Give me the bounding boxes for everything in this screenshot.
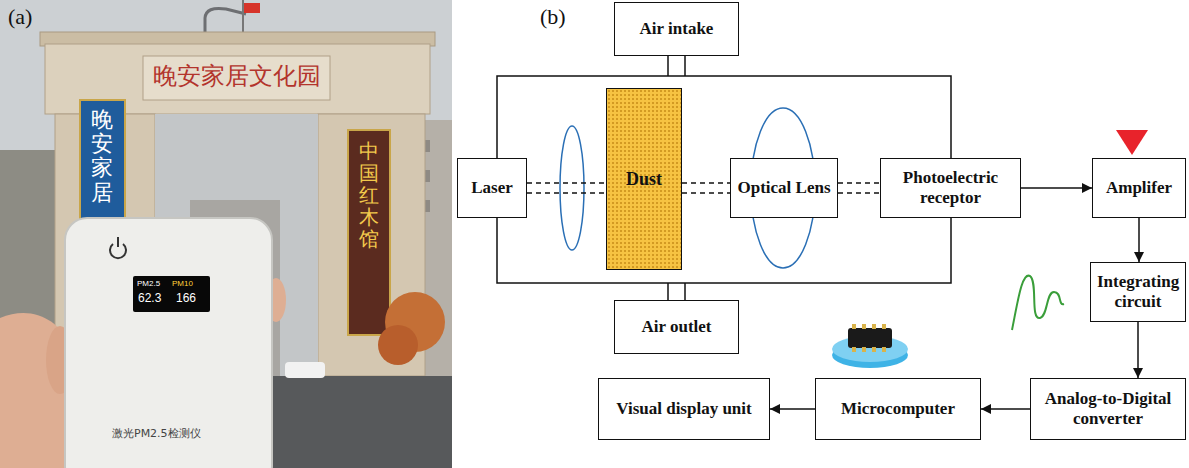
signal-icon-part bbox=[1116, 130, 1148, 155]
signal-icon-part bbox=[1012, 276, 1064, 330]
chip-icon-part bbox=[852, 347, 856, 352]
signal-arrow bbox=[770, 409, 815, 410]
node-content: Integrating circuit bbox=[1097, 272, 1179, 311]
chip-icon-part bbox=[872, 347, 876, 352]
signal-arrow-line bbox=[981, 408, 1030, 410]
integrator-box: Integrating circuit bbox=[1090, 262, 1186, 322]
memorial-gate-part bbox=[318, 114, 425, 376]
signal-arrow bbox=[981, 409, 1030, 410]
microcomputer-box: Microcomputer bbox=[815, 378, 981, 440]
measurement-chamber-part bbox=[684, 56, 686, 76]
panel-label: (b) bbox=[540, 4, 566, 29]
chip-icon-part bbox=[862, 347, 866, 352]
chip-icon-part bbox=[852, 324, 856, 329]
node-text: Air outlet bbox=[621, 317, 732, 337]
node-content: Optical Lens bbox=[737, 178, 831, 198]
memorial-gate-part bbox=[348, 130, 390, 335]
display-box: Visual display unit bbox=[598, 378, 770, 440]
lens-box: Optical Lens bbox=[730, 158, 838, 218]
node-content: Dust bbox=[613, 169, 675, 190]
outlet-box: Air outlet bbox=[614, 300, 739, 354]
signal-arrow bbox=[1139, 218, 1140, 262]
adc-box: Analog-to-Digital converter bbox=[1030, 378, 1186, 440]
inlet-box: Air intake bbox=[614, 2, 739, 56]
flag-part bbox=[244, 3, 260, 13]
pm25-detector-part bbox=[133, 276, 210, 312]
lens-outline-part bbox=[560, 126, 584, 250]
memorial-gate-part bbox=[143, 56, 330, 100]
flag bbox=[243, 0, 260, 34]
laser-beam-line bbox=[838, 182, 880, 184]
screen-text: PM2.5 bbox=[137, 279, 160, 288]
chip-icon-part bbox=[862, 324, 866, 329]
signal-arrow-line bbox=[1021, 187, 1092, 189]
screen-text: PM10 bbox=[172, 279, 193, 288]
node-content: Air intake bbox=[621, 19, 732, 39]
laser-beam bbox=[682, 183, 730, 193]
panel-label: (a) bbox=[8, 4, 32, 29]
laser-box: Laser bbox=[457, 158, 527, 218]
node-text: Amplifer bbox=[1099, 178, 1179, 198]
laser-beam-line bbox=[682, 192, 730, 194]
signal-arrow-line bbox=[1138, 218, 1140, 262]
amplifier-box: Amplifer bbox=[1092, 158, 1186, 218]
node-content: Visual display unit bbox=[605, 399, 763, 419]
node-text: Microcomputer bbox=[822, 399, 974, 419]
chip-icon-part bbox=[872, 324, 876, 329]
node-content: Amplifer bbox=[1099, 178, 1179, 198]
laser-beam bbox=[527, 183, 606, 193]
signal-arrow bbox=[1021, 188, 1092, 189]
node-text: Photoelectric receptor bbox=[887, 168, 1014, 207]
screen-reading: 166 bbox=[176, 292, 196, 306]
pm25-detector-part bbox=[65, 218, 272, 468]
chip-icon bbox=[832, 324, 908, 368]
measurement-chamber-part bbox=[667, 56, 669, 76]
node-content: Laser bbox=[464, 178, 520, 198]
chip-icon-part bbox=[848, 328, 892, 348]
node-content: Analog-to-Digital converter bbox=[1037, 389, 1179, 428]
gate-sign-text: 晚安家居文化园 bbox=[153, 63, 321, 91]
laser-beam-line bbox=[527, 192, 606, 194]
node-text: Optical Lens bbox=[737, 178, 831, 198]
measurement-chamber-part bbox=[684, 283, 686, 300]
node-text: Integrating circuit bbox=[1097, 272, 1179, 311]
pm25-detector-part bbox=[117, 237, 119, 247]
measurement-chamber-part bbox=[667, 283, 669, 300]
chip-icon-part bbox=[882, 324, 886, 329]
node-content: Photoelectric receptor bbox=[887, 168, 1014, 207]
laser-beam-line bbox=[682, 182, 730, 184]
street-photo bbox=[0, 0, 452, 468]
road-part bbox=[285, 362, 325, 378]
screen-reading: 62.3 bbox=[138, 292, 161, 306]
node-text: Air intake bbox=[621, 19, 732, 39]
vertical-sign-text: 晚安家居 bbox=[91, 108, 113, 205]
node-content: Microcomputer bbox=[822, 399, 974, 419]
signal-arrow-line bbox=[770, 408, 815, 410]
node-text: Visual display unit bbox=[605, 399, 763, 419]
signal-arrow bbox=[1138, 322, 1139, 378]
node-text: Dust bbox=[613, 169, 675, 190]
dust-region: Dust bbox=[606, 88, 682, 270]
pm25-detector bbox=[65, 218, 272, 468]
chip-icon-part bbox=[882, 347, 886, 352]
laser-beam-line bbox=[838, 192, 880, 194]
signal-arrow-line bbox=[1137, 322, 1139, 378]
device-label: 激光PM2.5检测仪 bbox=[112, 428, 201, 441]
laser-beam-line bbox=[527, 182, 606, 184]
node-content: Air outlet bbox=[621, 317, 732, 337]
laser-beam bbox=[838, 183, 880, 193]
flag-part bbox=[242, 0, 244, 34]
autumn-tree-part bbox=[378, 325, 418, 365]
node-text: Laser bbox=[464, 178, 520, 198]
vertical-sign-text: 中国红木馆 bbox=[359, 140, 379, 250]
receptor-box: Photoelectric receptor bbox=[880, 158, 1021, 218]
autumn-tree bbox=[378, 292, 445, 365]
node-text: Analog-to-Digital converter bbox=[1037, 389, 1179, 428]
